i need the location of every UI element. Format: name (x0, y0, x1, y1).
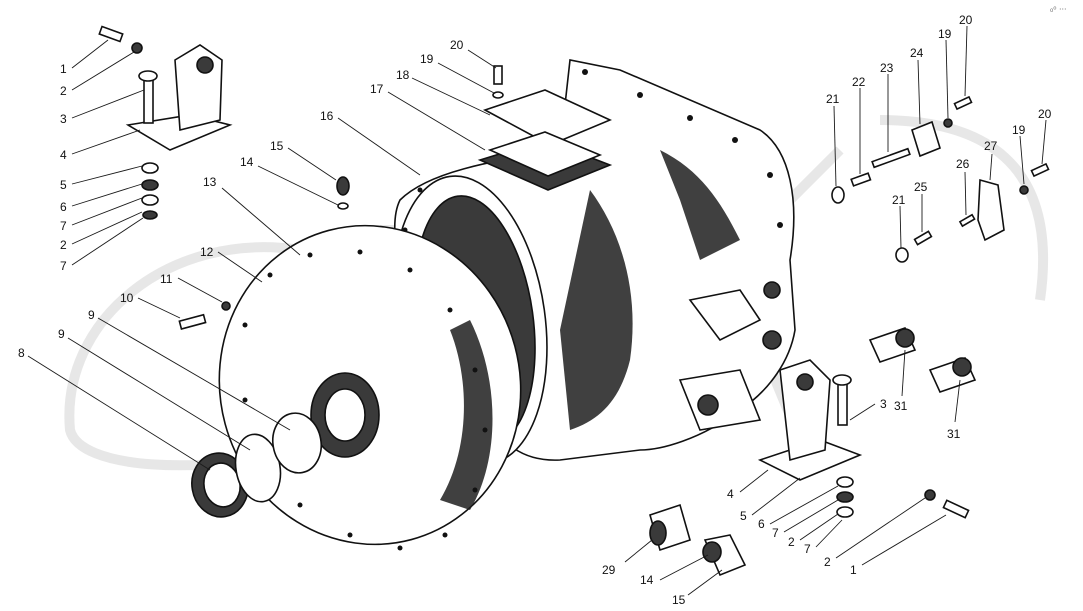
callout-20c: 20 (1038, 107, 1052, 121)
callout-14b: 14 (640, 573, 654, 587)
callout-3b: 3 (880, 397, 887, 411)
callout-15b: 15 (672, 593, 686, 607)
callout-10: 10 (120, 291, 134, 305)
left-mount-bracket (98, 25, 233, 220)
callout-20b: 20 (959, 13, 973, 27)
callout-11: 11 (160, 272, 173, 286)
callout-7b: 7 (60, 259, 67, 273)
callout-5b: 5 (740, 509, 747, 523)
callout-4: 4 (60, 148, 67, 162)
callout-labels: 1 2 3 4 5 6 7 2 7 8 9 9 10 11 12 13 14 1… (18, 13, 1052, 607)
callout-18: 18 (396, 68, 410, 82)
callout-19c: 19 (1012, 123, 1026, 137)
callout-16: 16 (320, 109, 334, 123)
callout-21a: 21 (826, 92, 840, 106)
callout-19a: 19 (420, 52, 434, 66)
corner-mark: ₀⁰ ··· (1050, 5, 1067, 14)
callout-13: 13 (203, 175, 217, 189)
callout-17: 17 (370, 82, 384, 96)
callout-3: 3 (60, 112, 67, 126)
callout-14a: 14 (240, 155, 254, 169)
callout-8: 8 (18, 346, 25, 360)
cover-bolts (178, 176, 350, 330)
callout-9a: 9 (58, 327, 65, 341)
callout-27: 27 (984, 139, 998, 153)
callout-2d: 2 (824, 555, 831, 569)
bottom-fitting (649, 503, 747, 577)
callout-1b: 1 (850, 563, 857, 577)
callout-23: 23 (880, 61, 894, 75)
callout-7a: 7 (60, 219, 67, 233)
callout-24: 24 (910, 46, 924, 60)
tee-fittings (868, 327, 977, 393)
callout-7d: 7 (804, 542, 811, 556)
callout-4b: 4 (727, 487, 734, 501)
top-cover-plate (477, 65, 613, 191)
callout-22: 22 (852, 75, 866, 89)
callout-31b: 31 (947, 427, 961, 441)
callout-15a: 15 (270, 139, 284, 153)
callout-2b: 2 (60, 238, 67, 252)
callout-31a: 31 (894, 399, 908, 413)
callout-19b: 19 (938, 27, 952, 41)
callout-29: 29 (602, 563, 616, 577)
callout-2: 2 (60, 84, 67, 98)
callout-7c: 7 (772, 526, 779, 540)
callout-2c: 2 (788, 535, 795, 549)
callout-20a: 20 (450, 38, 464, 52)
callout-6: 6 (60, 200, 67, 214)
callout-9b: 9 (88, 308, 95, 322)
callout-5: 5 (60, 178, 67, 192)
right-side-fittings (831, 95, 1050, 263)
callout-6b: 6 (758, 517, 765, 531)
callout-21b: 21 (892, 193, 906, 207)
seal-rings (191, 412, 323, 518)
callout-25: 25 (914, 180, 928, 194)
callout-26: 26 (956, 157, 970, 171)
callout-1: 1 (60, 62, 67, 76)
right-mount-bracket (757, 359, 970, 519)
callout-12: 12 (200, 245, 214, 259)
